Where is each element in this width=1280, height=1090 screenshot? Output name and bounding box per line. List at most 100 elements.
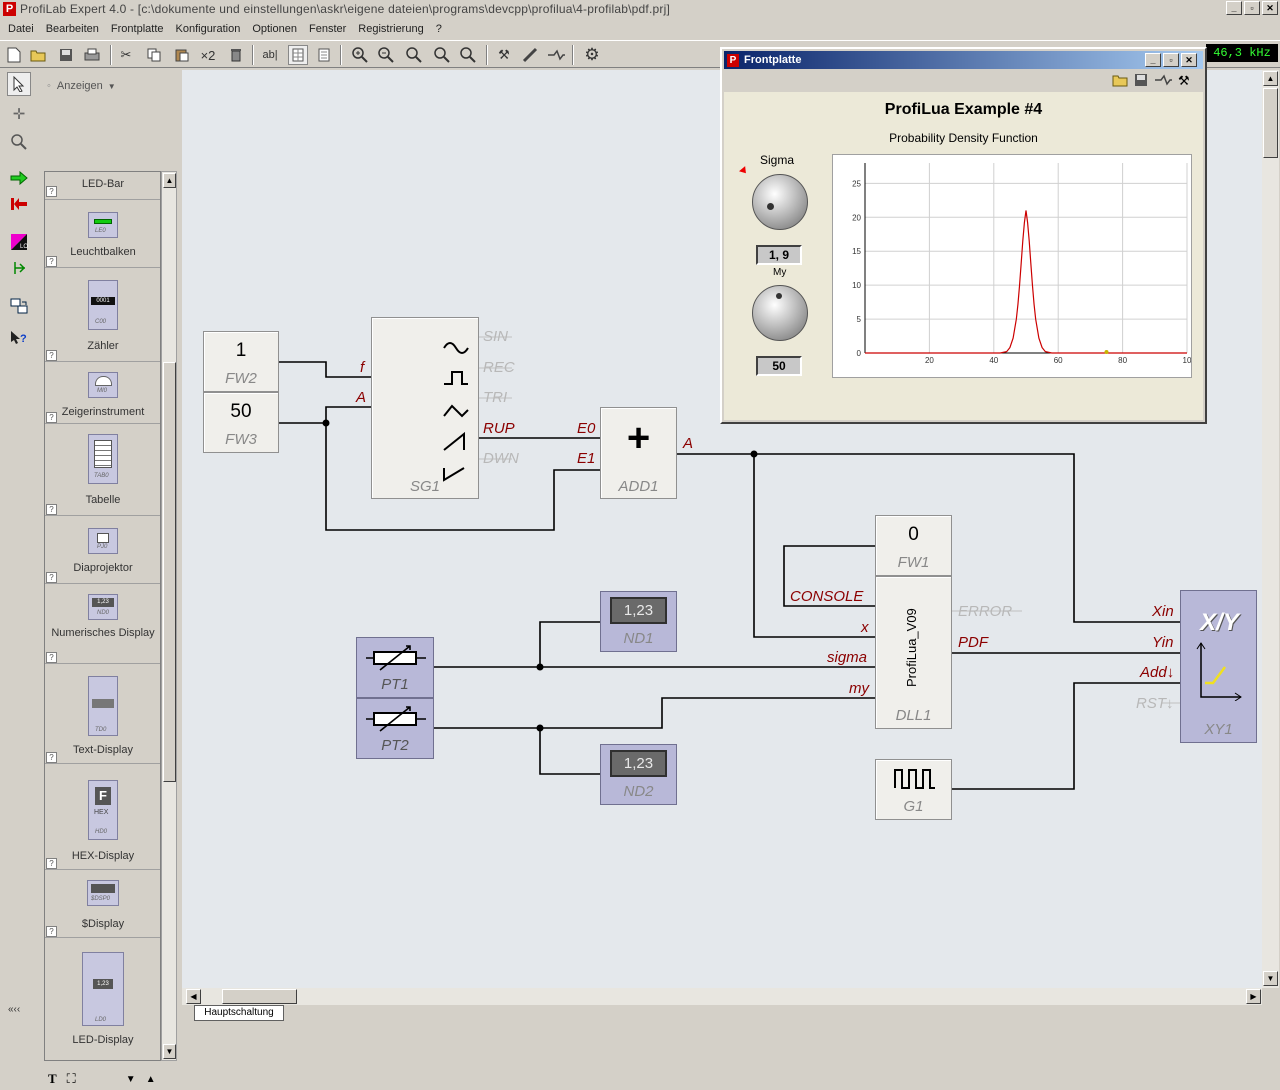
help-icon[interactable]: ? [46,256,57,267]
scrollbar-thumb[interactable] [1263,88,1278,158]
sigma-knob[interactable] [752,174,808,230]
cut-icon[interactable]: ✂ [120,47,132,62]
library-view-selector[interactable]: ◦ Anzeigen ▼ [47,80,116,92]
potentiometer-pt2[interactable]: PT2 [356,698,434,759]
paste-icon[interactable] [172,45,192,65]
library-item-tabelle[interactable]: ? TAB0 Tabelle [45,412,160,516]
wire-tool-icon[interactable] [520,45,540,65]
help-icon[interactable]: ? [46,572,57,583]
tools-icon[interactable]: ⚒ [498,47,510,62]
frontpanel-maximize-button[interactable]: ▫ [1163,53,1179,67]
scroll-right-icon[interactable]: ▶ [1246,989,1261,1004]
menu-registrierung[interactable]: Registrierung [358,23,424,35]
scrollbar-thumb[interactable] [222,989,297,1004]
hi-lo-icon[interactable]: LO [7,230,31,254]
potentiometer-pt1[interactable]: PT1 [356,637,434,698]
open-folder-icon[interactable] [1112,73,1128,90]
delete-icon[interactable] [226,45,246,65]
move-down-icon[interactable]: ▼ [125,1073,136,1085]
help-icon[interactable]: ? [46,412,57,423]
tab-hauptschaltung[interactable]: Hauptschaltung [194,1005,284,1021]
swap-windows-icon[interactable] [7,294,31,318]
menu-frontplatte[interactable]: Frontplatte [110,23,164,35]
xy-plotter-xy1[interactable]: X/Y XY1 [1180,590,1257,743]
close-button[interactable]: ✕ [1262,1,1278,15]
print-icon[interactable] [82,45,102,65]
zoom-in-icon[interactable] [350,45,370,65]
zoom-page-icon[interactable] [432,45,452,65]
frontpanel-window[interactable]: P Frontplatte _ ▫ ✕ ⚒ ProfiLua Example #… [720,47,1207,424]
save-icon[interactable] [1134,73,1148,90]
library-item-zaehler[interactable]: ? 0001 C00 Zähler [45,256,160,362]
duplicate-button[interactable]: ×2 [200,47,216,63]
frontpanel-minimize-button[interactable]: _ [1145,53,1161,67]
pin-tool-icon[interactable] [7,256,31,280]
menu-optionen[interactable]: Optionen [252,23,297,35]
library-item-diaprojektor[interactable]: ? PJ0 Diaprojektor [45,504,160,584]
new-file-icon[interactable] [4,45,24,65]
move-up-icon[interactable]: ▲ [145,1073,156,1085]
save-icon[interactable] [56,45,76,65]
library-item-text-display[interactable]: ? TD0 Text-Display [45,652,160,764]
scroll-down-icon[interactable]: ▼ [163,1044,176,1059]
crosshair-tool-icon[interactable]: ✛ [12,106,26,123]
help-icon[interactable]: ? [46,350,57,361]
menu-help[interactable]: ? [435,23,442,35]
binoculars-icon[interactable]: ⛶ [66,1071,76,1086]
help-icon[interactable]: ? [46,752,57,763]
library-item-zeigerinstrument[interactable]: ? MI0 Zeigerinstrument [45,350,160,424]
settings-gear-icon[interactable]: ⚙ [584,45,600,64]
frontpanel-titlebar[interactable]: P Frontplatte [724,51,1203,69]
dll-block-dll1[interactable]: ProfiLua_V09 DLL1 [875,576,952,729]
scroll-up-icon[interactable]: ▲ [163,173,176,188]
scroll-up-icon[interactable]: ▲ [1263,71,1278,86]
numeric-display-nd1[interactable]: 1,23 ND1 [600,591,677,652]
maximize-button[interactable]: ▫ [1244,1,1260,15]
help-pointer-icon[interactable]: ? [7,326,31,350]
tools-icon[interactable]: ⚒ [1178,73,1190,88]
adder-add1[interactable]: + ADD1 [600,407,677,499]
scrollbar-thumb[interactable] [163,362,176,782]
scroll-left-icon[interactable]: ◀ [186,989,201,1004]
horizontal-scrollbar[interactable]: ◀ ▶ [182,988,1262,1005]
constant-fw1[interactable]: 0 FW1 [875,515,952,576]
clock-generator-g1[interactable]: G1 [875,759,952,820]
help-icon[interactable]: ? [46,858,57,869]
constant-fw3[interactable]: 50 FW3 [203,392,279,453]
help-icon[interactable]: ? [46,504,57,515]
signal-generator-sg1[interactable]: SG1 [371,317,479,499]
menu-bearbeiten[interactable]: Bearbeiten [45,23,99,35]
library-item-led-bar[interactable]: LED-Bar ? [45,172,160,200]
help-icon[interactable]: ? [46,652,57,663]
text-component-icon[interactable]: T [48,1071,57,1086]
library-item-sdisplay[interactable]: ? $DSP0 $Display [45,858,160,938]
library-item-led-display[interactable]: ? 1,23 LD0 LED-Display [45,926,160,1060]
open-folder-icon[interactable] [28,45,48,65]
pointer-tool-icon[interactable] [7,72,31,96]
help-icon[interactable]: ? [46,926,57,937]
stop-arrow-icon[interactable] [7,192,31,216]
menu-konfiguration[interactable]: Konfiguration [175,23,241,35]
page-icon[interactable] [314,45,334,65]
frontpanel-close-button[interactable]: ✕ [1181,53,1197,67]
minimize-button[interactable]: _ [1226,1,1242,15]
zoom-out-icon[interactable] [376,45,396,65]
library-item-hex-display[interactable]: ? F HEX HD0 HEX-Display [45,752,160,870]
grid-icon[interactable] [288,45,308,65]
my-knob[interactable] [752,285,808,341]
vertical-scrollbar[interactable]: ▲ ▼ [1262,70,1279,988]
connect-icon[interactable] [1154,73,1172,90]
constant-fw2[interactable]: 1 FW2 [203,331,279,392]
library-scrollbar[interactable]: ▲ ▼ [161,171,177,1061]
run-arrow-icon[interactable] [7,166,31,190]
help-icon[interactable]: ? [46,186,57,197]
copy-icon[interactable] [144,45,164,65]
text-tool-button[interactable]: ab| [262,49,278,61]
menu-datei[interactable]: Datei [8,23,34,35]
connect-icon[interactable] [546,45,566,65]
library-item-numerisches-display[interactable]: ? 1,23 ND0 Numerisches Display [45,572,160,664]
numeric-display-nd2[interactable]: 1,23 ND2 [600,744,677,805]
zoom-tool-icon[interactable] [7,130,31,154]
menu-fenster[interactable]: Fenster [308,23,347,35]
scroll-down-icon[interactable]: ▼ [1263,971,1278,986]
